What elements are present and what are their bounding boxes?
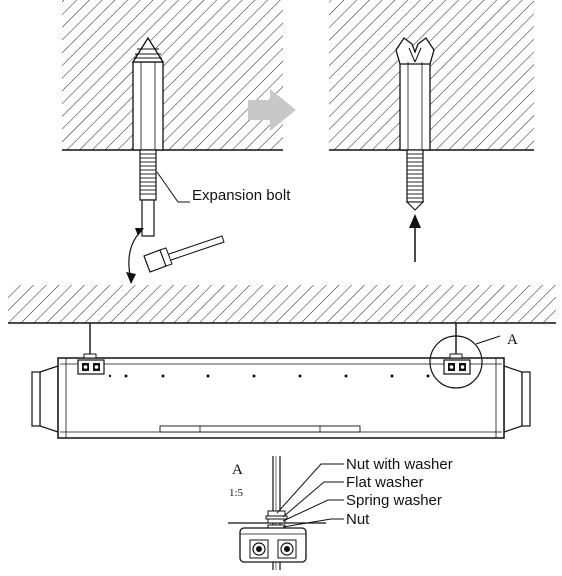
detail-circle bbox=[429, 335, 483, 389]
sequence-arrow bbox=[248, 89, 296, 131]
detail-title: A bbox=[232, 462, 243, 478]
flat-washer-label: Flat washer bbox=[346, 474, 424, 491]
hanging-bracket-right bbox=[443, 353, 471, 375]
nut-label: Nut bbox=[346, 511, 370, 528]
spring-washer-label: Spring washer bbox=[346, 492, 442, 509]
expansion-bolt-before bbox=[131, 36, 165, 237]
expansion-bolt-label: Expansion bolt bbox=[192, 187, 291, 204]
ceiling-block-right bbox=[329, 0, 534, 151]
upward-arrow bbox=[409, 214, 421, 262]
nut-with-washer-label: Nut with washer bbox=[346, 456, 453, 473]
hanging-bracket-left bbox=[77, 353, 105, 375]
detail-marker-label: A bbox=[507, 332, 518, 348]
ceiling-slab bbox=[8, 285, 556, 324]
hammer-icon bbox=[126, 228, 225, 284]
detail-leaders bbox=[276, 463, 344, 528]
ceiling-block-left bbox=[62, 0, 283, 151]
ventilation-unit bbox=[31, 357, 531, 439]
detail-circle-leader bbox=[475, 335, 501, 345]
expansion-bolt-leader bbox=[156, 171, 190, 203]
detail-scale: 1:5 bbox=[229, 487, 244, 499]
expansion-bolt-after bbox=[395, 37, 435, 211]
